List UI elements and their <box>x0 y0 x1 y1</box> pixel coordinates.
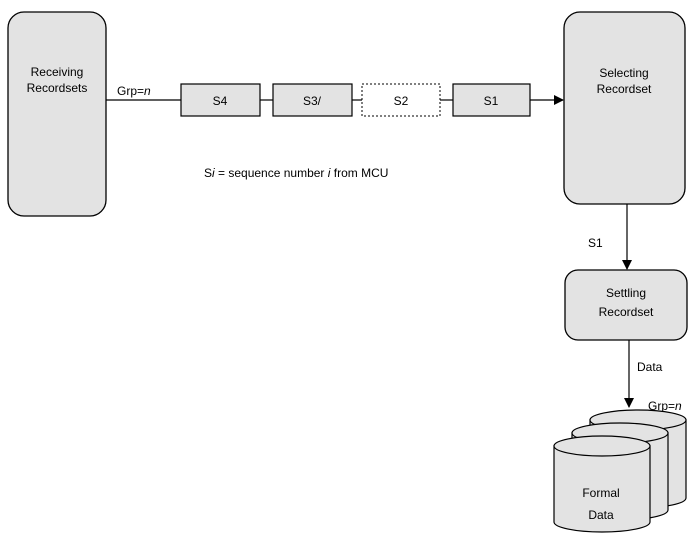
settling-recordset-node: Settling Recordset <box>564 269 688 341</box>
data-cylinder-front <box>553 435 651 533</box>
receiving-recordsets-node: Receiving Recordsets <box>7 11 107 217</box>
arrow-s1-label: S1 <box>588 236 603 250</box>
s1-label: S1 <box>484 94 499 108</box>
receiving-label-line2: Recordsets <box>27 81 88 95</box>
sequence-box-s4: S4 <box>180 83 261 117</box>
formal-label-line1: Formal <box>582 486 619 500</box>
selecting-label-line1: Selecting <box>599 66 648 80</box>
s2-label: S2 <box>394 94 409 108</box>
group-label-left: Grp=n <box>117 84 151 98</box>
receiving-label-line1: Receiving <box>31 65 84 79</box>
selecting-recordset-node: Selecting Recordset <box>563 11 686 205</box>
selecting-label-line2: Recordset <box>597 82 652 96</box>
settling-label-line1: Settling <box>606 286 646 300</box>
sequence-legend: Si = sequence number i from MCU <box>204 166 388 180</box>
group-label-right: Grp=n <box>648 399 682 413</box>
sequence-box-s1: S1 <box>452 83 531 117</box>
settling-label-line2: Recordset <box>599 305 654 319</box>
formal-label-line2: Data <box>588 508 614 522</box>
s3-label: S3/ <box>303 94 322 108</box>
sequence-box-s2: S2 <box>361 83 441 117</box>
formal-data-store: Formal Data <box>553 409 687 533</box>
s4-label: S4 <box>213 94 228 108</box>
arrow-data-label: Data <box>637 360 663 374</box>
sequence-box-s3: S3/ <box>272 83 353 117</box>
